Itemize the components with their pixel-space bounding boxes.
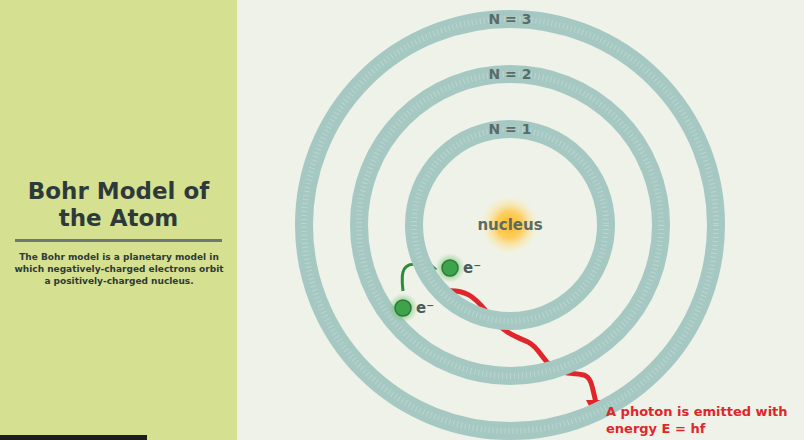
- ring-texture: [414, 129, 606, 321]
- ring-texture: [359, 74, 661, 376]
- electron-shape: [441, 257, 463, 279]
- footer-bar: [0, 435, 147, 440]
- electron: e⁻: [441, 257, 481, 279]
- shell-label: N = 2: [350, 65, 670, 83]
- nucleus-glow: nucleus: [471, 188, 548, 262]
- electron-dot: [442, 260, 458, 276]
- electron: e⁻: [394, 297, 434, 319]
- electron-label: e⁻: [441, 257, 481, 279]
- diagram-title: Bohr Model of the Atom: [10, 178, 227, 232]
- electron-halo: [388, 293, 418, 323]
- electron-label: e⁻: [394, 297, 434, 319]
- shell-label: N = 1: [405, 120, 615, 138]
- title-rule: [15, 239, 222, 242]
- ring-texture: [304, 19, 716, 431]
- orbit-ring: N = 1 nucleus: [405, 120, 615, 330]
- photon-note: A photon is emitted with energy E = hf: [606, 403, 796, 437]
- ring-band: [359, 74, 661, 376]
- nucleus-label: nucleus: [471, 216, 548, 234]
- shell-label: N = 3: [295, 10, 725, 28]
- electron-shape: [394, 297, 416, 319]
- orbit-ring: N = 2 N = 1 nucleus: [350, 65, 670, 385]
- electron-dot: [395, 300, 411, 316]
- diagram-caption: The Bohr model is a planetary model in w…: [14, 251, 224, 287]
- ring-band: [304, 19, 716, 431]
- orbit-ring: N = 3 N = 2 N = 1 nucleus: [295, 10, 725, 440]
- ring-band: [414, 129, 606, 321]
- electron-halo: [435, 253, 465, 283]
- side-panel: [0, 0, 237, 440]
